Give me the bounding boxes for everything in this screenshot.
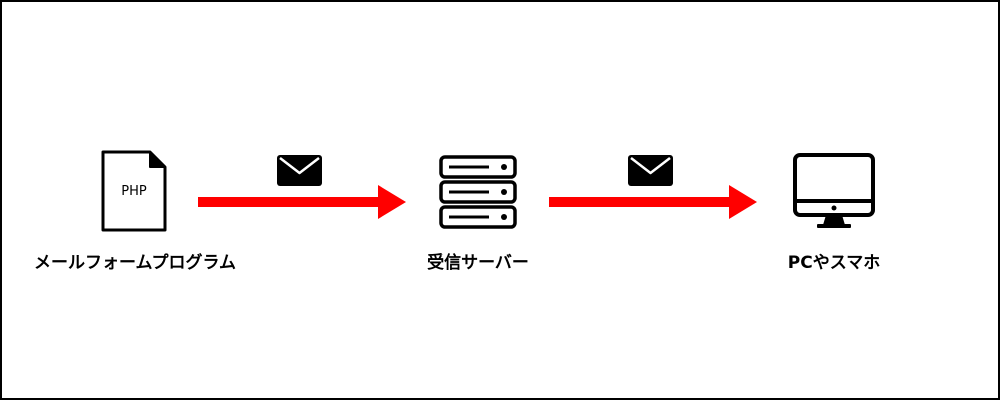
php-file-icon: PHP [101,150,167,232]
device-label: PCやスマホ [787,253,881,273]
file-type-text: PHP [121,184,147,199]
server-icon [439,155,517,229]
form-program-label: メールフォームプログラム [34,253,236,273]
envelope-icon [628,155,673,186]
flow-arrow [198,185,408,219]
envelope-icon [277,155,322,186]
mail-server-label: 受信サーバー [427,253,529,273]
monitor-icon [792,152,876,230]
flow-arrow [549,185,759,219]
